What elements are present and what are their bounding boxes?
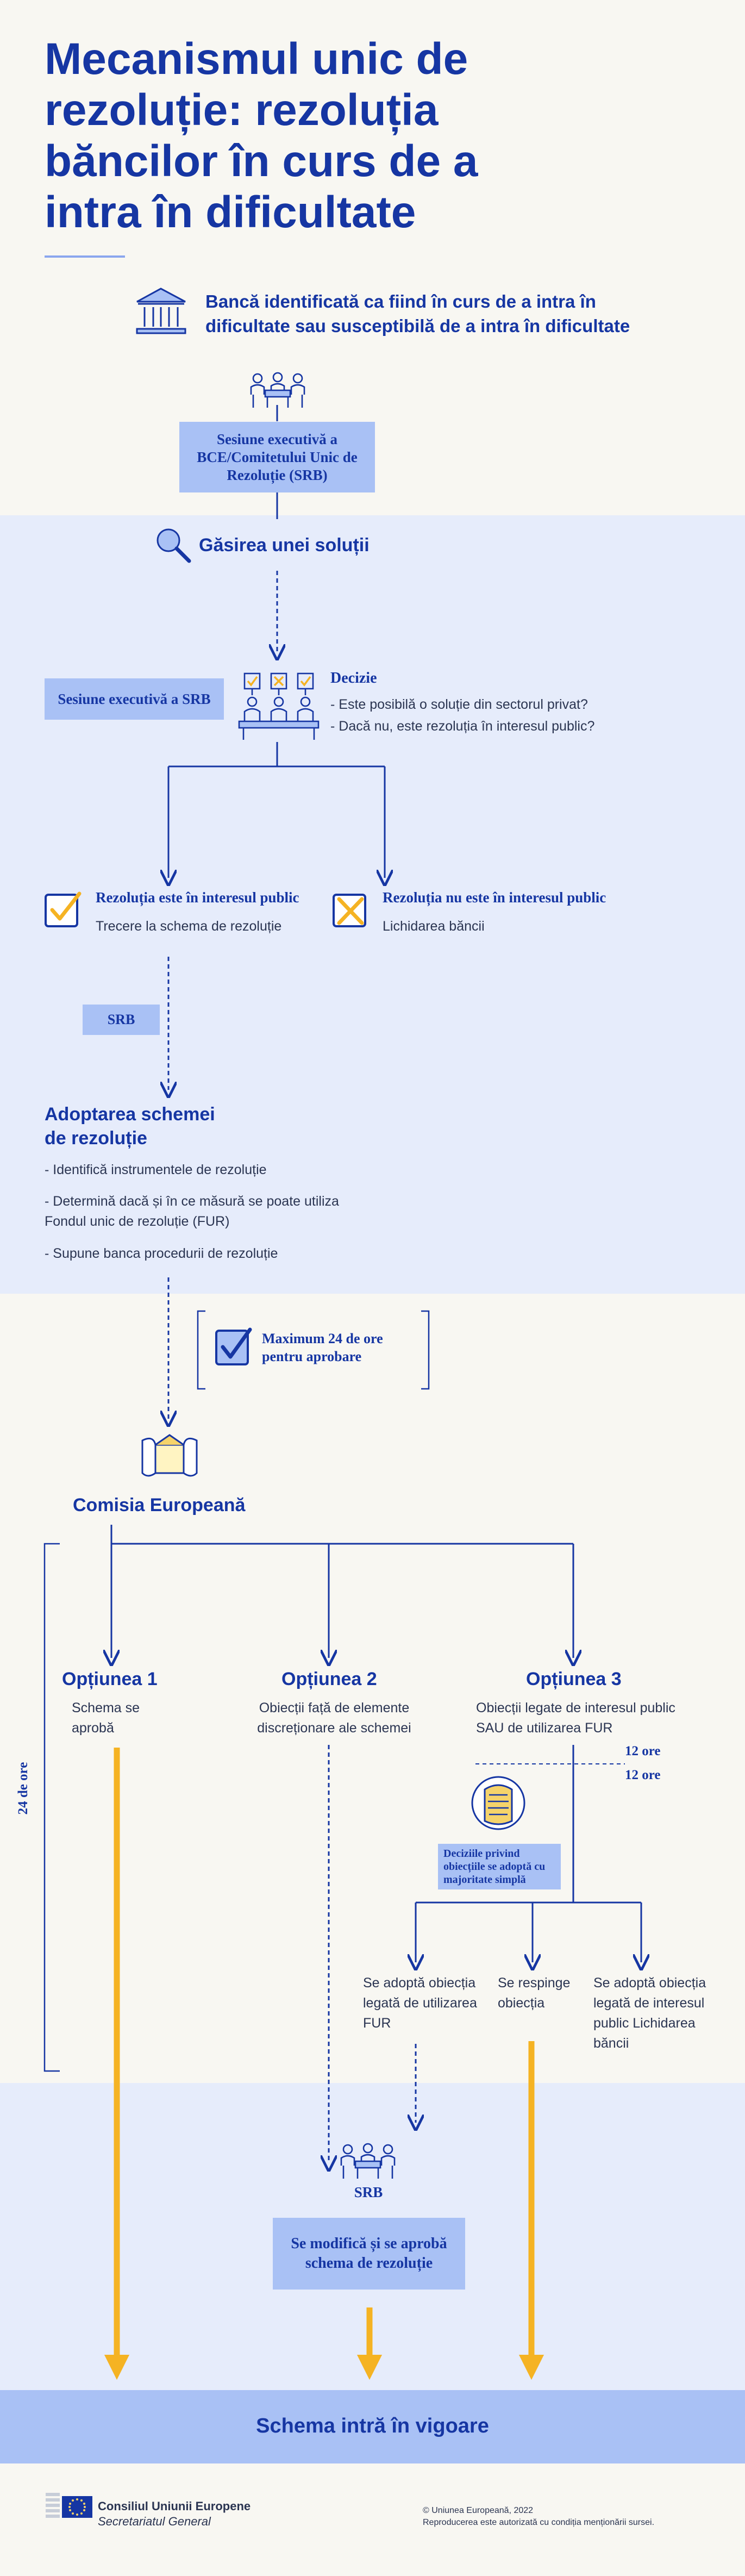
page-title: Mecanismul unic de rezoluție: rezoluția … [45,34,478,237]
branch-yes-heading: Rezoluția este în interesul public [96,889,299,906]
outcome-2-text: Se respinge obiecția [498,1975,571,2011]
outcome-3-text: Se adoptă obiecția legată de interesul p… [593,1975,706,2051]
decision-question-1: - Este posibilă o soluție din sectorul p… [330,697,588,712]
option-2-text: Obiecții față de elemente discreționare … [257,1700,411,1736]
srb-tag-label: SRB [107,1012,135,1027]
bank-icon [133,285,190,337]
option-3-text: Obiecții legate de interesul public SAU … [476,1700,675,1736]
srb-bottom-label: SRB [354,2184,383,2200]
branch-no-text: Lichidarea băncii [383,919,485,934]
srb-tag: SRB [83,1005,160,1035]
approval-text: Maximum 24 de ore pentru aprobare [262,1331,383,1364]
decision-heading: Decizie [330,670,377,687]
final-band [0,2390,745,2463]
hours-12-label-a: 12 ore [625,1744,661,1758]
option-1-text: Schema se aprobă [72,1700,140,1736]
voting-board-icon [238,671,320,742]
option-3-heading: Opțiunea 3 [526,1669,622,1689]
meeting-icon [246,371,310,410]
adoption-item-1: - Identifică instrumentele de rezoluție [45,1162,267,1177]
adoption-item-2: - Determină dacă și în ce măsură se poat… [45,1194,339,1229]
footer-band [0,2463,745,2576]
final-label: Schema intră în vigoare [256,2415,489,2437]
copyright-text: © Uniunea Europeană, 2022 [423,2506,534,2515]
decision-question-2: - Dacă nu, este rezoluția în interesul p… [330,719,595,734]
branch-no-heading: Rezoluția nu este în interesul public [383,889,606,906]
checkbox-check-icon [43,890,83,930]
ecb-srb-session-box: Sesiune executivă a BCE/Comitetului Unic… [179,422,375,492]
ecb-srb-session-label: Sesiune executivă a BCE/Comitetului Unic… [197,431,358,483]
adoption-item-3: - Supune banca procedurii de rezoluție [45,1246,278,1261]
modify-approve-box: Se modifică și se aprobă schema de rezol… [273,2218,465,2290]
council-note-text: Deciziile privind obiecțiile se adoptă c… [443,1848,546,1886]
branch-yes-text: Trecere la schema de rezoluție [96,919,282,934]
adoption-heading: Adoptarea schemei de rezoluție [45,1104,215,1149]
srb-session-box: Sesiune executivă a SRB [45,678,224,720]
meeting-icon [336,2142,400,2181]
modify-approve-label: Se modifică și se aprobă schema de rezol… [291,2235,447,2272]
checkbox-cross-icon [331,890,371,930]
option-2-heading: Opțiunea 2 [281,1669,377,1689]
council-building-icon [468,1773,528,1833]
reproduction-text: Reproducerea este autorizată cu condiția… [423,2518,655,2527]
srb-session-label: Sesiune executivă a SRB [58,690,211,707]
eu-flag-icon [46,2491,92,2527]
council-note-box: Deciziile privind obiecțiile se adoptă c… [438,1844,561,1889]
checkbox-check-icon [214,1326,253,1370]
finding-solution-label: Găsirea unei soluții [199,535,370,556]
solution-band [0,515,745,1294]
step1-text: Bancă identificată ca fiind în curs de a… [205,291,630,336]
commission-building-icon [137,1430,202,1484]
title-underline [45,255,125,258]
org-name: Consiliul Uniunii Europene [98,2499,251,2513]
outcome-1-text: Se adoptă obiecția legată de utilizarea … [363,1975,477,2031]
org-secretariat: Secretariatul General [98,2515,211,2528]
hours-12-label-b: 12 ore [625,1768,661,1782]
hours-24-label: 24 de ore [16,1762,30,1815]
commission-band [0,1294,745,2083]
commission-label: Comisia Europeană [73,1495,246,1515]
option-1-heading: Opțiunea 1 [62,1669,158,1689]
magnifier-icon [153,525,192,564]
